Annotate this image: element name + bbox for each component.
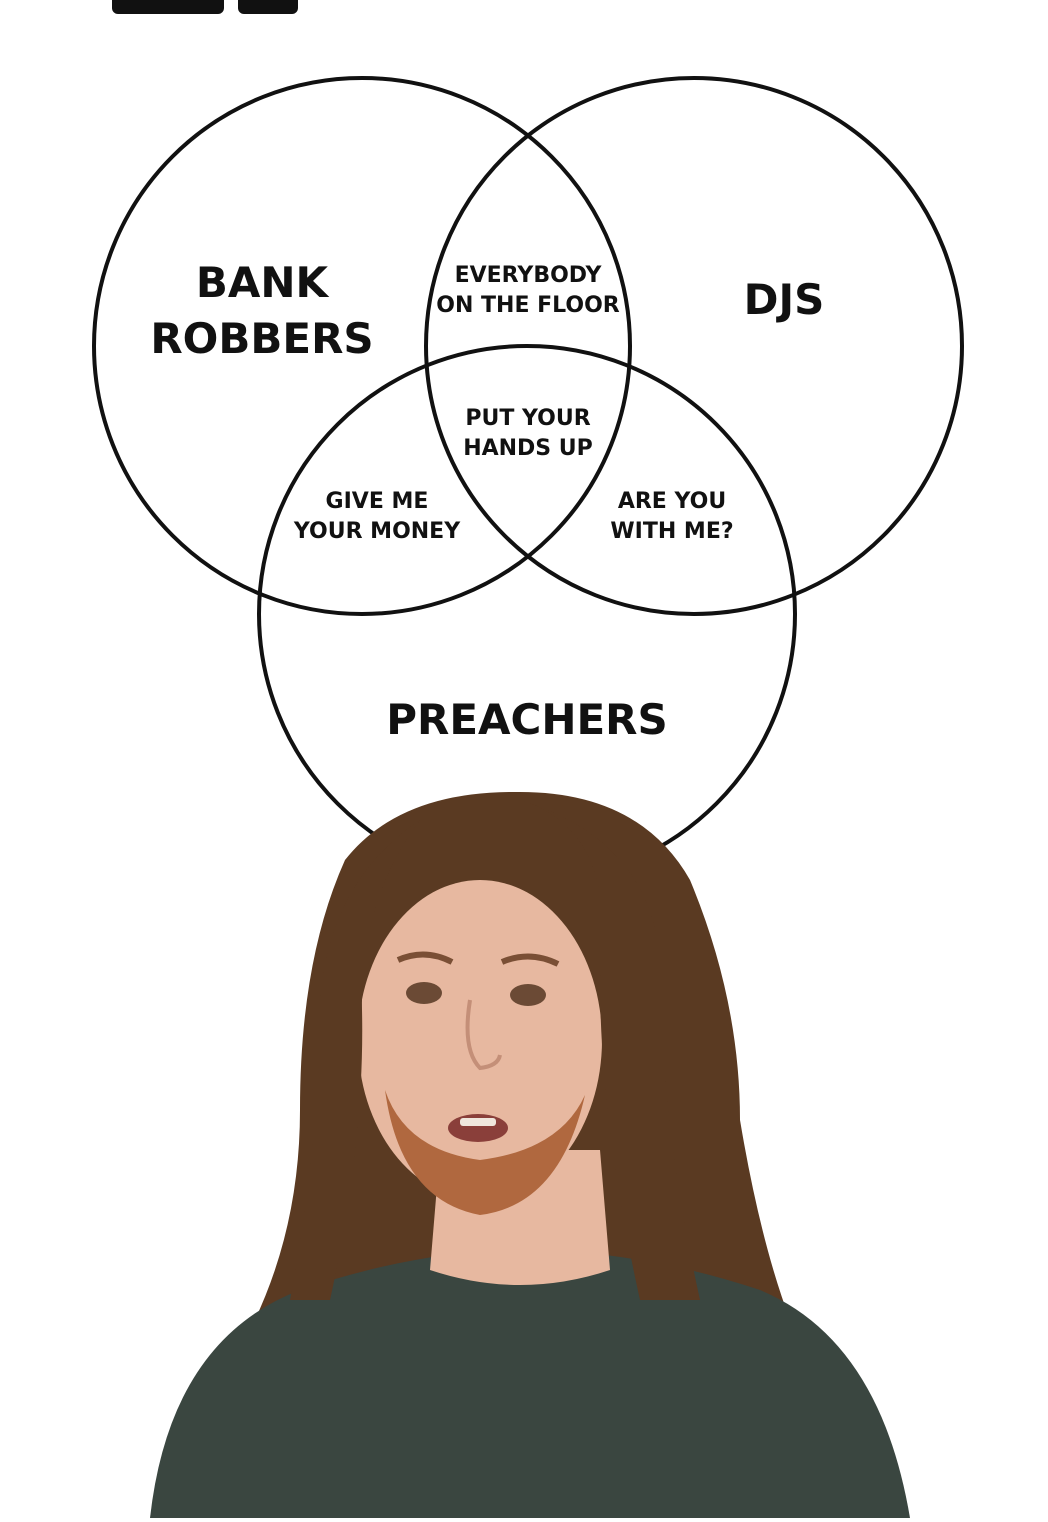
set-label-b: DJS: [744, 275, 825, 324]
intersection-abc-line1: PUT YOUR: [465, 406, 590, 431]
set-label-c: PREACHERS: [386, 695, 668, 744]
intersection-ac-line2: YOUR MONEY: [293, 519, 461, 544]
presenter: [150, 792, 910, 1518]
set-label-a-line1: BANK: [196, 258, 330, 307]
intersection-abc-line2: HANDS UP: [463, 436, 593, 461]
teeth: [460, 1118, 496, 1126]
set-label-a-line2: ROBBERS: [150, 314, 373, 363]
shirt: [150, 1250, 910, 1518]
cropped-title-fragment: [238, 0, 298, 14]
cropped-title-fragment: [112, 0, 224, 14]
face: [358, 880, 602, 1200]
left-eye: [406, 982, 442, 1004]
right-eye: [510, 984, 546, 1006]
intersection-ab-line2: ON THE FLOOR: [436, 293, 620, 318]
cropped-title-strip: [0, 0, 1048, 26]
intersection-bc-line1: ARE YOU: [618, 489, 726, 514]
intersection-bc-line2: WITH ME?: [610, 519, 733, 544]
intersection-ab-line1: EVERYBODY: [455, 263, 603, 288]
intersection-ac-line1: GIVE ME: [326, 489, 429, 514]
